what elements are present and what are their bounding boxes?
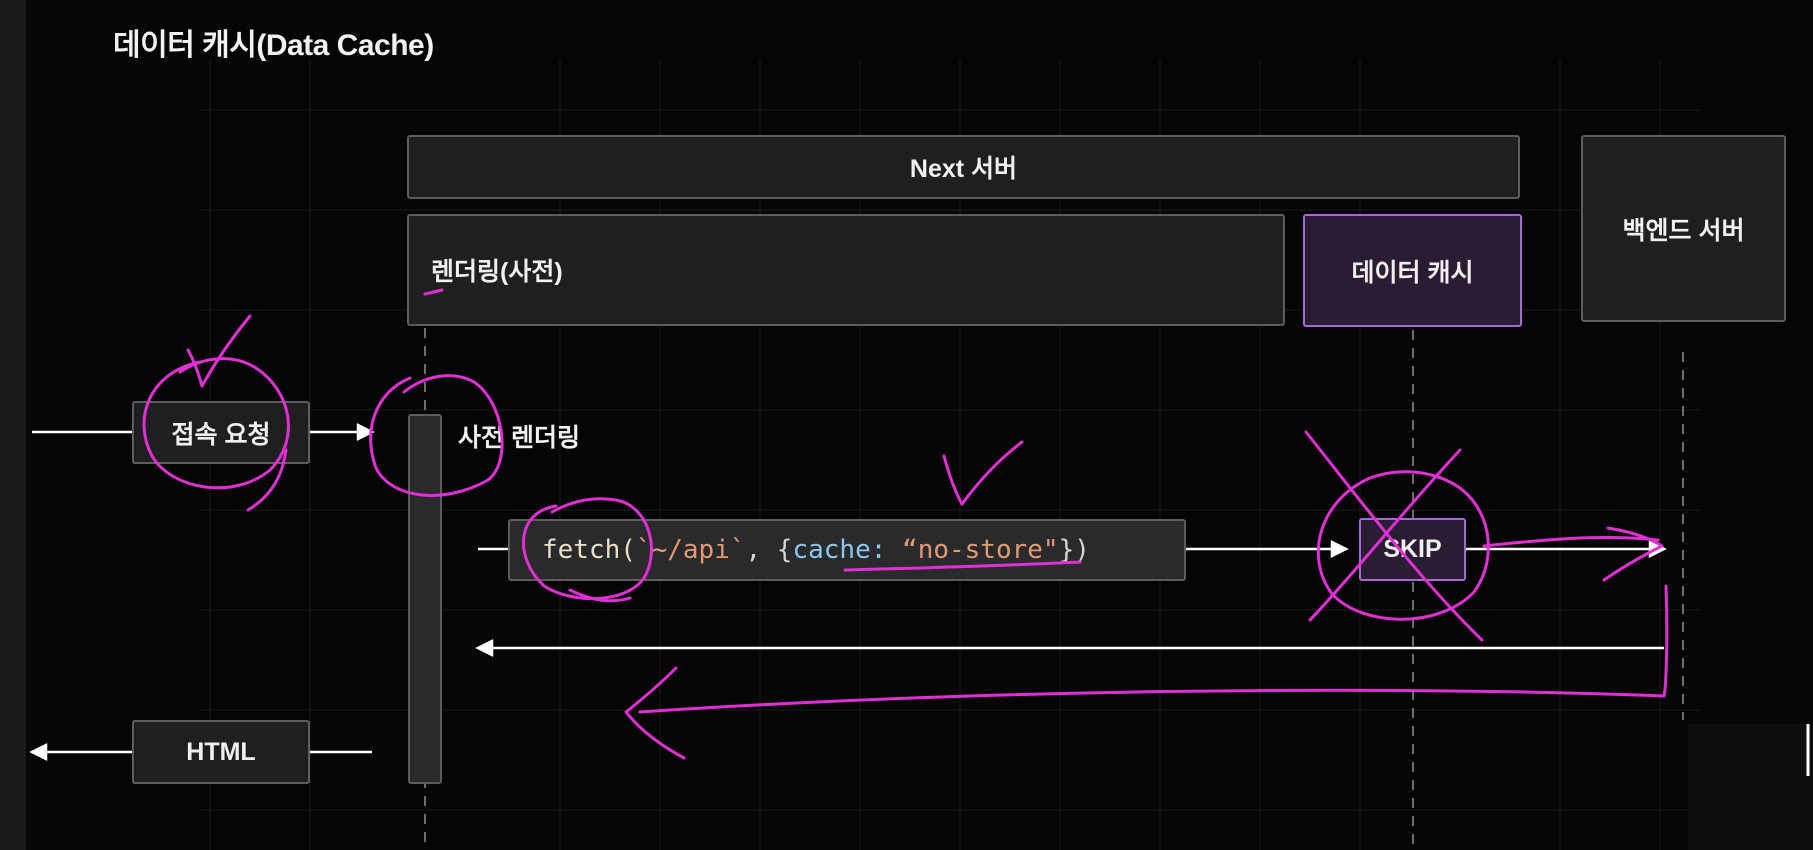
backend-server-label: 백엔드 서버 bbox=[1622, 216, 1745, 245]
checkmark-fetch bbox=[942, 440, 1024, 506]
prerender-activation-bar bbox=[408, 414, 442, 784]
circle-prerender bbox=[369, 374, 504, 497]
code-value: “no-store" bbox=[886, 535, 1059, 565]
rendering-label: 렌더링(사전) bbox=[431, 258, 563, 286]
cross-skip-1 bbox=[1304, 430, 1484, 642]
rendering-box: 렌더링(사전) bbox=[407, 214, 1285, 326]
cross-skip-2 bbox=[1308, 448, 1462, 622]
return-arrow-annotation bbox=[638, 584, 1669, 714]
html-label: HTML bbox=[186, 737, 256, 766]
circle-skip bbox=[1316, 470, 1490, 621]
circle-fetch bbox=[522, 497, 653, 601]
underline-rendering bbox=[423, 288, 444, 296]
scribble-backend-arrow bbox=[1482, 536, 1660, 548]
window-edge bbox=[0, 0, 26, 850]
circle-access-request bbox=[142, 357, 290, 490]
code-close: }) bbox=[1058, 535, 1090, 565]
data-cache-label: 데이터 캐시 bbox=[1351, 258, 1474, 287]
corner-overlay bbox=[1688, 724, 1813, 850]
code-comma: , { bbox=[745, 535, 793, 565]
next-server-label: Next 서버 bbox=[909, 155, 1018, 183]
code-key: cache: bbox=[792, 535, 887, 565]
access-request-label: 접속 요청 bbox=[171, 420, 271, 449]
underline-cache-value bbox=[843, 560, 1082, 572]
fetch-code-box: fetch(`~/api`, {cache: “no-store"}) bbox=[508, 519, 1186, 581]
prerendering-label: 사전 렌더링 bbox=[458, 424, 580, 452]
checkmark-annotation bbox=[186, 314, 252, 388]
code-fn: fetch( bbox=[542, 535, 636, 565]
next-server-box: Next 서버 bbox=[407, 135, 1520, 199]
backend-server-box: 백엔드 서버 bbox=[1581, 135, 1786, 322]
code-url: `~/api` bbox=[635, 535, 746, 565]
data-cache-box: 데이터 캐시 bbox=[1303, 214, 1522, 327]
slide-title: 데이터 캐시(Data Cache) bbox=[113, 29, 434, 62]
html-box: HTML bbox=[132, 720, 310, 784]
